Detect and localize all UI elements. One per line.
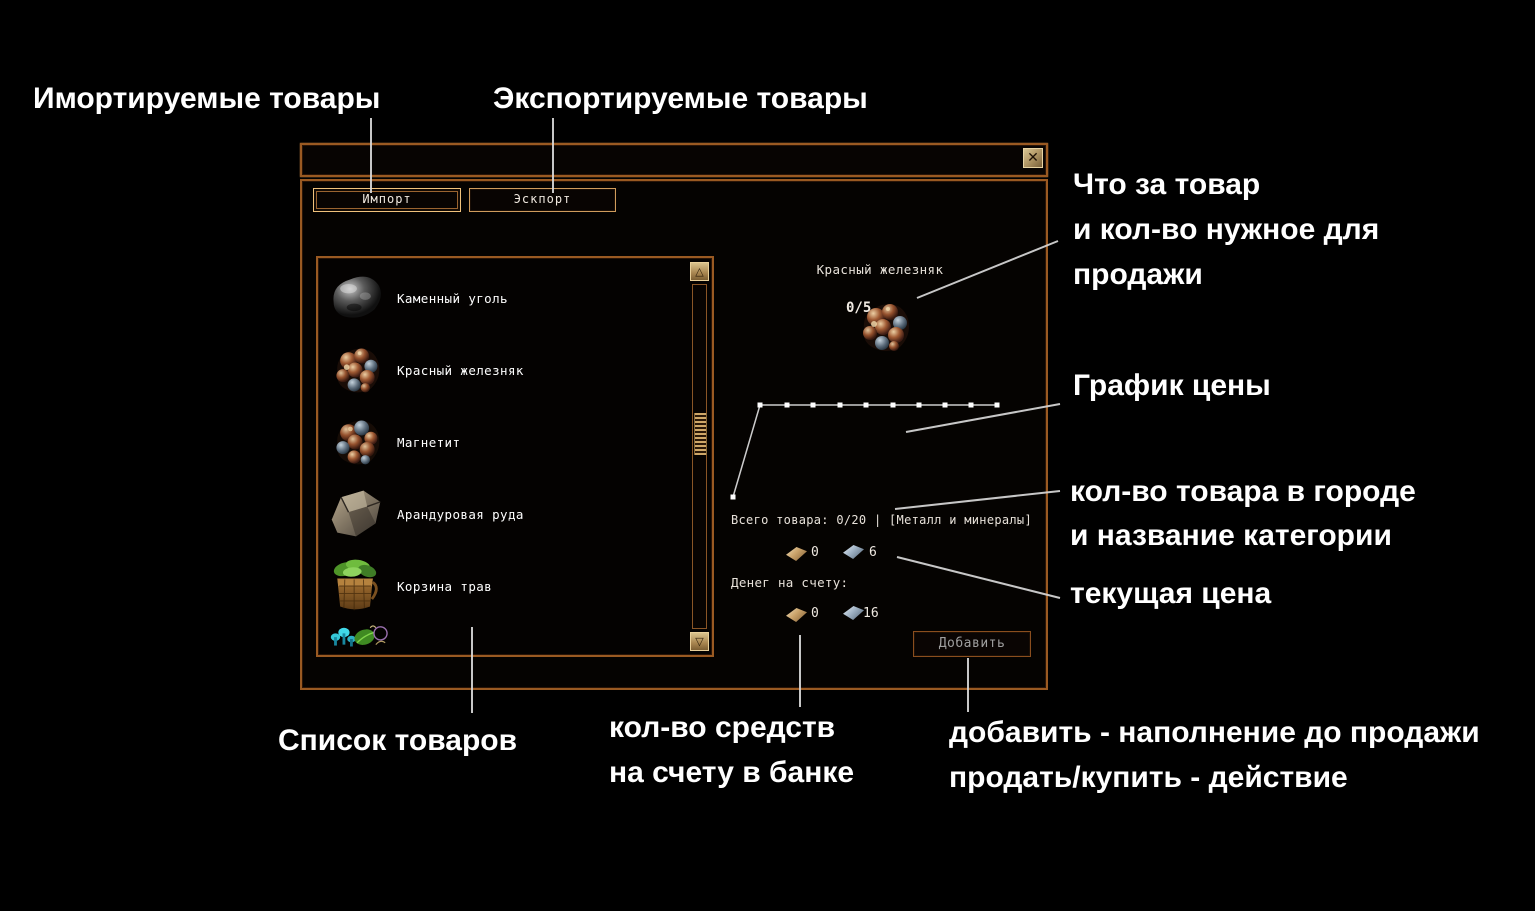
annotation-item-info-line2: и кол-во нужное для [1073,213,1380,246]
herbs-partial-icon [325,624,391,654]
annotation-item-info-line3: продажи [1073,258,1203,291]
herb-basket-icon [325,558,387,614]
goods-list-item[interactable]: Красный железняк [318,334,686,406]
annotation-price-graph: График цены [1073,369,1271,402]
goods-list-item[interactable]: Арандуровая руда [318,478,686,550]
goods-scrollbar: △ ▽ [689,260,710,653]
annotation-bank-line2: на счету в банке [609,756,855,789]
price-silver-value: 6 [869,545,877,560]
annotation-city-qty-line1: кол-во товара в городе [1070,475,1416,508]
selected-item-progress: 0/5 [846,300,872,316]
bank-silver-value: 16 [863,606,879,621]
bank-gold-value: 0 [811,606,819,621]
scroll-up-button[interactable]: △ [690,262,709,281]
selected-item-name: Красный железняк [816,262,944,277]
price-gold-value: 0 [811,545,819,560]
magnetite-icon [325,414,387,470]
goods-list-item[interactable]: Магнетит [318,406,686,478]
goods-item-label: Арандуровая руда [397,506,524,522]
scrollbar-track[interactable] [692,284,707,629]
coal-icon [325,270,387,326]
goods-item-label: Красный железняк [397,362,524,378]
goods-item-label: Каменный уголь [397,290,508,306]
goods-list-item[interactable]: Каменный уголь [318,262,686,334]
annotation-goods-list: Список товаров [278,724,518,757]
annotation-add-line2: продать/купить - действие [949,761,1348,794]
annotation-import-goods: Имортируемые товары [33,82,381,115]
annotation-bank-line1: кол-во средств [609,711,836,744]
close-button[interactable]: ✕ [1023,148,1043,168]
scroll-down-button[interactable]: ▽ [690,632,709,651]
annotation-add-line1: добавить - наполнение до продажи [949,716,1480,749]
total-goods-line: Всего товара: 0/20 | [Металл и минералы] [731,513,1032,527]
annotation-city-qty-line2: и название категории [1070,519,1392,552]
window-title-bar [300,143,1048,177]
annotation-item-info-line1: Что за товар [1073,168,1261,201]
red-ironstone-icon [325,342,387,398]
goods-item-label: Магнетит [397,434,461,450]
tab-import[interactable]: Импорт [313,188,461,212]
goods-list-item[interactable]: Корзина трав [318,550,686,622]
scrollbar-thumb[interactable] [694,413,707,455]
goods-item-label: Корзина трав [397,578,493,594]
annotation-export-goods: Экспортируемые товары [493,82,868,115]
tab-export[interactable]: Эскпорт [469,188,616,212]
add-button[interactable]: Добавить [913,631,1031,657]
red-ironstone-icon [852,297,916,357]
bank-balance-label: Денег на счету: [731,575,849,590]
arandur-ore-icon [325,486,387,542]
annotation-current-price: текущая цена [1070,577,1272,610]
